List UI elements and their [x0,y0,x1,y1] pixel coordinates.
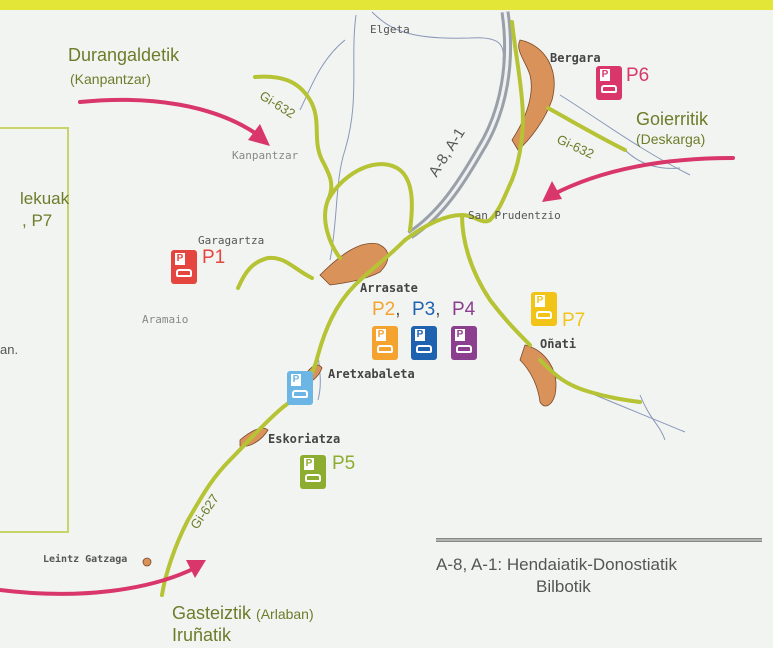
town-kanpantzar: Kanpantzar [232,149,299,162]
parking-label-p1: P1 [202,247,226,268]
route-durangaldetik: Durangaldetik [68,45,180,65]
parking-label-p4: P4 [452,299,476,320]
parking-label-p6: P6 [626,65,650,86]
town-leintz-gatzaga: Leintz Gatzaga [43,554,128,565]
parking-label-p2: P2, [372,299,401,320]
top-band [0,0,773,10]
parking-icon-p6: P [596,66,622,100]
town-arrasate: Arrasate [360,281,418,295]
town-bergara: Bergara [550,51,601,65]
parking-icon-p4: P [451,326,477,360]
parking-icon-p2: P [372,326,398,360]
parking-icon-p3: P [411,326,437,360]
town-garagartza: Garagartza [198,234,265,247]
parking-label-p5: P5 [332,453,356,474]
town-aramaio: Aramaio [142,313,189,326]
arrow-heads [186,124,562,578]
parking-icon-p1: P [171,250,197,284]
route-gasteiztik: Gasteiztik (Arlaban) [172,603,314,623]
route-irunatik: Iruñatik [172,625,232,645]
route-durangaldetik-sub: (Kanpantzar) [70,71,151,87]
parking-label-p3: P3, [412,299,441,320]
town-onati: Oñati [540,337,577,351]
roads [160,20,642,597]
parking-icon-p5: P [300,455,326,489]
route-goierritik: Goierritik [636,109,709,129]
parking-icon-aretxabaleta: P [287,371,313,405]
town-san-prudentzio: San Prudentzio [468,209,561,222]
side-legend-line1: lekuak [20,189,70,208]
town-aretxabaleta: Aretxabaleta [328,367,415,381]
town-elgeta: Elgeta [370,23,410,36]
legend-motorway-text-2: Bilbotik [536,577,591,596]
side-legend-line2: , P7 [22,211,53,230]
town-eskoriatza: Eskoriatza [268,432,341,446]
route-goierritik-sub: (Deskarga) [636,131,706,147]
side-legend-line3: an. [0,342,19,357]
side-legend-frame [0,127,69,533]
parking-icon-p7: P [531,292,557,326]
legend-motorway-text: A-8, A-1: Hendaiatik-Donostiatik [436,555,677,574]
access-arrows [0,97,735,596]
parking-label-p7: P7 [562,310,586,331]
